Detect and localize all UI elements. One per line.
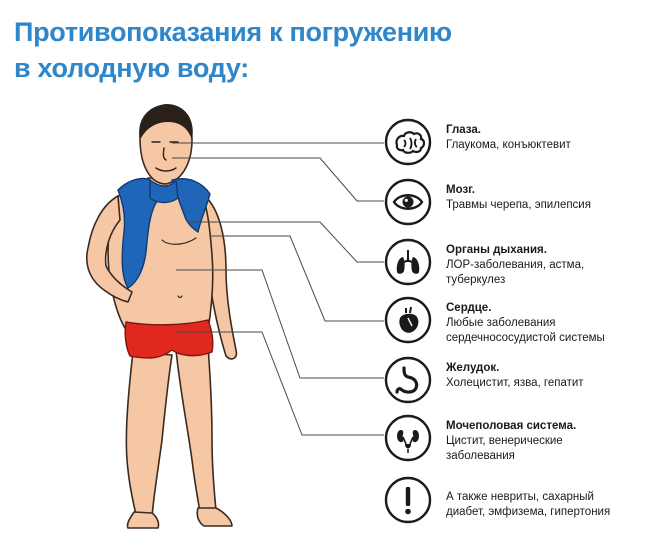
- exclamation-icon: [384, 476, 432, 524]
- item-description: Глаукома, конъюктевит: [446, 139, 571, 151]
- item-description: Травмы черепа, эпилепсия: [446, 199, 591, 211]
- item-heading: Глаза.: [446, 124, 481, 136]
- left-leg: [125, 351, 173, 519]
- item-text: Желудок. Холецистит, язва, гепатит: [446, 361, 646, 391]
- item-heading: Мочеполовая система.: [446, 420, 577, 432]
- title-line-2: в холодную воду:: [14, 53, 249, 83]
- item-text: Глаза. Глаукома, конъюктевит: [446, 123, 646, 153]
- item-text: Мочеполовая система. Цистит, венерические…: [446, 419, 646, 464]
- title-line-1: Противопоказания к погружению: [14, 17, 452, 47]
- item-text: А также невриты, сахарный диабет, эмфизе…: [446, 490, 646, 520]
- contraindication-item: Органы дыхания. ЛОР-заболевания, астма, т…: [384, 238, 646, 286]
- item-heading: Органы дыхания.: [446, 244, 547, 256]
- kidneys-icon: [384, 414, 432, 462]
- item-description: Холецистит, язва, гепатит: [446, 377, 584, 389]
- item-heading: Желудок.: [446, 362, 500, 374]
- stomach-icon: [384, 356, 432, 404]
- contraindication-item: Мочеполовая система. Цистит, венерические…: [384, 414, 646, 462]
- right-foot: [196, 507, 233, 527]
- item-text: Органы дыхания. ЛОР-заболевания, астма, т…: [446, 243, 646, 288]
- eye-icon: [384, 178, 432, 226]
- lungs-icon: [384, 238, 432, 286]
- hair: [139, 104, 193, 140]
- contraindication-item: Сердце. Любые заболевания сердечнососудис…: [384, 296, 646, 344]
- item-description: Любые заболевания сердечнососудистой сис…: [446, 317, 605, 344]
- towel-left: [117, 177, 159, 289]
- page-title: Противопоказания к погружению в холодную…: [14, 14, 574, 86]
- connector-lines: [172, 142, 384, 436]
- left-arm: [86, 195, 133, 303]
- item-text: Мозг. Травмы черепа, эпилепсия: [446, 183, 646, 213]
- contraindication-item: Мозг. Травмы черепа, эпилепсия: [384, 178, 646, 226]
- contraindication-item: Глаза. Глаукома, конъюктевит: [384, 118, 646, 166]
- towel-back: [149, 179, 179, 204]
- heart-icon: [384, 296, 432, 344]
- item-description: Цистит, венерические заболевания: [446, 435, 563, 462]
- item-heading: Мозг.: [446, 184, 476, 196]
- item-description: ЛОР-заболевания, астма, туберкулез: [446, 259, 585, 286]
- item-description: А также невриты, сахарный диабет, эмфизе…: [446, 491, 611, 518]
- towel-right: [171, 178, 211, 233]
- left-foot: [126, 511, 160, 529]
- right-leg: [175, 344, 217, 513]
- contraindication-item: А также невриты, сахарный диабет, эмфизе…: [384, 476, 646, 524]
- item-text: Сердце. Любые заболевания сердечнососудис…: [446, 301, 646, 346]
- item-heading: Сердце.: [446, 302, 492, 314]
- swim-trunks: [124, 319, 214, 359]
- contraindication-item: Желудок. Холецистит, язва, гепатит: [384, 356, 646, 404]
- brain-icon: [384, 118, 432, 166]
